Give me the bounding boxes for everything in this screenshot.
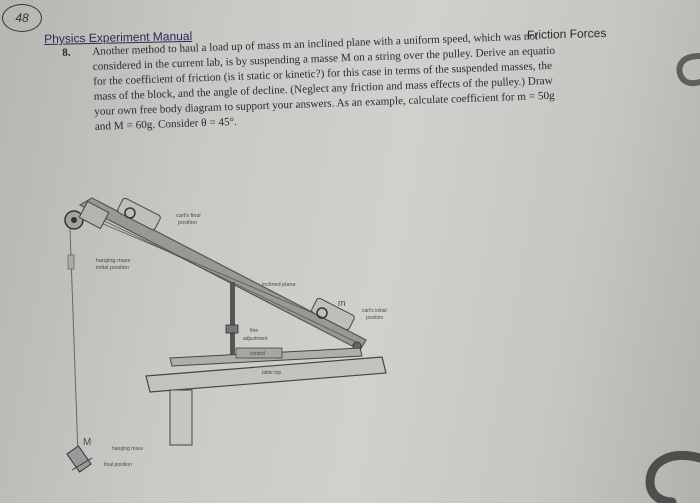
label-hanging-final-2: final position: [104, 462, 132, 468]
label-hanging-initial-2: initial position: [96, 265, 129, 271]
label-adjustment: adjustment: [243, 336, 268, 342]
label-M: M: [83, 437, 91, 448]
binder-ring-icon: [676, 53, 700, 87]
pulley-axle: [71, 217, 77, 223]
table-leg: [169, 389, 193, 446]
label-m: m: [338, 298, 346, 308]
pulley-bracket: [78, 200, 110, 230]
label-cart-initial-2: position: [366, 315, 383, 321]
support-rod: [230, 282, 235, 357]
label-cart-final-2: position: [178, 220, 197, 226]
cart-final-position: [117, 197, 161, 231]
label-hanging-initial: hanging mass: [96, 258, 130, 264]
hanging-mass-final: [66, 445, 93, 473]
fine-adjustment-knob: [225, 324, 239, 334]
label-inclined-plane: inclined plane: [262, 282, 296, 288]
label-cart-final: cart's final: [176, 213, 201, 219]
page-number: 48: [2, 4, 42, 32]
inclined-plane-track: [78, 197, 367, 351]
control-block: [235, 347, 283, 359]
label-cart-initial: cart's initial: [362, 308, 387, 314]
table-top: [145, 356, 387, 393]
label-fine: fine: [250, 328, 258, 334]
cart-initial-position: [311, 297, 355, 331]
binder-ring-icon: [645, 451, 700, 503]
track-edge: [89, 213, 361, 345]
label-control: control: [250, 351, 265, 357]
label-hanging-final: hanging mass: [112, 446, 144, 452]
track-string: [74, 211, 326, 319]
label-table-top: table top: [262, 370, 281, 376]
hanging-mass-initial: [67, 254, 75, 270]
